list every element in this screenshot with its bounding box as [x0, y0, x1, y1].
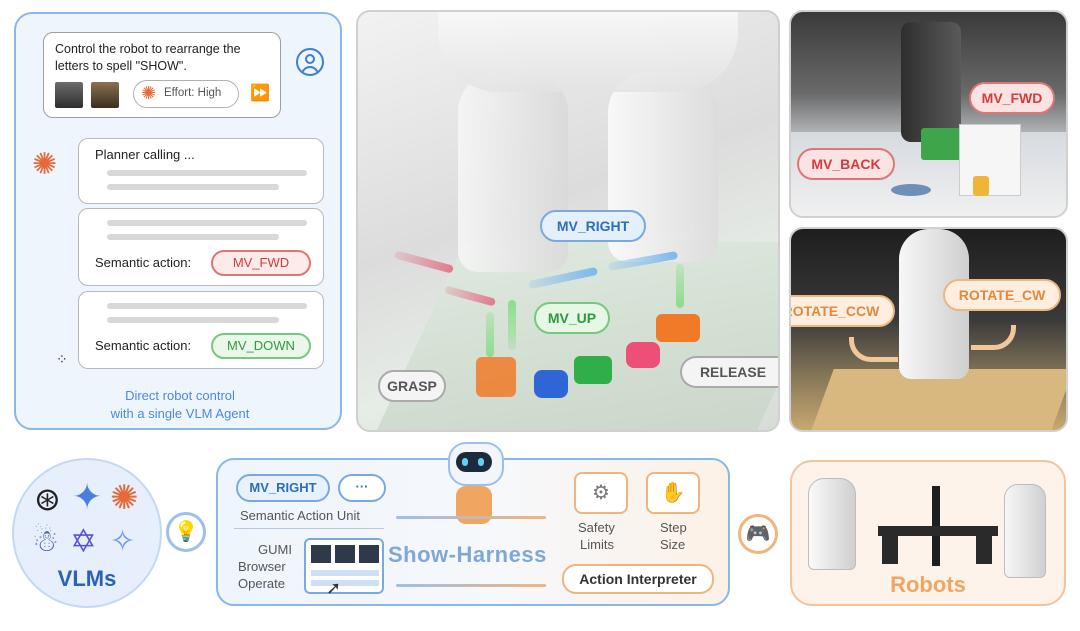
- letter-block-pink: [626, 342, 660, 368]
- safety-text-2: Limits: [580, 537, 614, 552]
- thumbnail-2: [91, 82, 119, 108]
- effort-text: Effort: High: [164, 87, 222, 99]
- safety-icon: ⚙: [574, 472, 628, 514]
- robot-dual-arm: [878, 486, 998, 566]
- top-right-robot-scene: MV_FWD MV_BACK: [789, 10, 1068, 218]
- unit-more-pill: ···: [338, 474, 386, 502]
- main-robot-scene: MV_RIGHT MV_UP GRASP RELEASE: [356, 10, 780, 432]
- step-text-2: Size: [660, 537, 686, 552]
- mug: [973, 176, 989, 196]
- flow-arrow-top: [396, 516, 546, 519]
- gumi-text-3: Operate: [238, 576, 285, 591]
- rotate-ccw-arrow: [849, 337, 898, 362]
- semantic-action-value: MV_DOWN: [211, 333, 311, 359]
- gumi-text-1: GUMI: [258, 542, 292, 557]
- rotate-ccw-label: ROTATE_CCW: [791, 295, 895, 327]
- white-box: [959, 124, 1021, 196]
- action-card-1: Semantic action: MV_FWD: [78, 208, 324, 286]
- caption-line-1: Direct robot control: [125, 388, 235, 403]
- letter-block-orange-2: [656, 314, 700, 342]
- flow-arrow-bottom: [396, 584, 546, 587]
- user-avatar-icon: [296, 48, 324, 76]
- mv-right-label: MV_RIGHT: [540, 210, 646, 242]
- up-arrow-green: [508, 300, 516, 350]
- grasp-label: GRASP: [378, 370, 446, 402]
- gumi-text-2: Browser: [238, 559, 286, 574]
- robot-gripper-dark: [901, 22, 961, 142]
- openai-icon: ⊛: [34, 481, 61, 517]
- rotate-cw-label: ROTATE_CW: [943, 279, 1061, 311]
- letter-block-orange: [476, 357, 516, 397]
- robot-franka: [808, 478, 856, 570]
- semantic-action-value: MV_FWD: [211, 250, 311, 276]
- mid-right-robot-scene: ROTATE_CCW ROTATE_CW: [789, 227, 1068, 432]
- grok-icon: ✧: [110, 525, 136, 558]
- robots-label: Robots: [890, 572, 966, 597]
- agent-star-icon: ✺: [32, 148, 58, 181]
- show-harness-panel: MV_RIGHT ··· Semantic Action Unit GUMI B…: [216, 442, 730, 606]
- safety-text-1: Safety: [578, 520, 615, 535]
- cursor-icon: ➚: [326, 578, 342, 598]
- harness-title: Show-Harness: [388, 542, 547, 567]
- release-label: RELEASE: [680, 356, 778, 388]
- robot-arm-left: [458, 72, 568, 272]
- browser-window-icon: [304, 538, 384, 594]
- down-arrow-green-2: [676, 264, 684, 308]
- action-card-2: Semantic action: MV_DOWN: [78, 291, 324, 369]
- kimi-icon: ✡: [70, 523, 97, 559]
- user-prompt-card: Control the robot to rearrange the lette…: [43, 32, 281, 118]
- mv-back-label: MV_BACK: [797, 148, 895, 180]
- gemini-icon: ✦: [72, 476, 103, 517]
- rotate-cw-arrow: [971, 325, 1016, 350]
- step-text-1: Step: [660, 520, 687, 535]
- unit-caption: Semantic Action Unit: [240, 508, 360, 523]
- fast-forward-icon[interactable]: ⏩: [250, 85, 270, 102]
- effort-badge[interactable]: ✺ Effort: High: [133, 80, 239, 108]
- qwen-icon: ☃: [32, 525, 59, 558]
- vlm-circle: ⊛ ✦ ✺ ☃ ✡ ✧ VLMs: [12, 458, 162, 608]
- letter-block-blue: [534, 370, 568, 398]
- mv-fwd-label: MV_FWD: [969, 82, 1055, 114]
- unit-value-pill: MV_RIGHT: [236, 474, 330, 502]
- vlms-label: VLMs: [57, 566, 117, 591]
- plate: [891, 184, 931, 196]
- semantic-action-label: Semantic action:: [95, 255, 192, 270]
- letter-block-green: [574, 356, 612, 384]
- claude-star-icon: ✺: [141, 83, 157, 103]
- robot-mascot: [442, 442, 506, 524]
- step-icon: ✋: [646, 472, 700, 514]
- user-prompt-text-2: letters to spell "SHOW".: [55, 59, 187, 73]
- planner-text: Planner calling ...: [95, 147, 195, 162]
- down-arrow-green: [486, 312, 494, 357]
- loading-spinner-icon: ⁘: [56, 351, 68, 367]
- chat-panel: Control the robot to rearrange the lette…: [14, 12, 342, 430]
- robots-panel: Robots: [790, 460, 1066, 606]
- mv-up-label: MV_UP: [534, 302, 610, 334]
- thumbnail-1: [55, 82, 83, 108]
- claude-icon: ✺: [110, 479, 139, 517]
- controller-icon: 🎮: [738, 514, 778, 554]
- user-prompt-text-1: Control the robot to rearrange the: [55, 42, 241, 56]
- bulb-gear-icon: 💡: [166, 512, 206, 552]
- action-interpreter-pill: Action Interpreter: [562, 564, 714, 594]
- caption-line-2: with a single VLM Agent: [110, 406, 250, 421]
- planner-card: Planner calling ...: [78, 138, 324, 204]
- semantic-action-label: Semantic action:: [95, 338, 192, 353]
- robot-ur: [1004, 484, 1046, 578]
- left-arrow-red: [393, 250, 455, 274]
